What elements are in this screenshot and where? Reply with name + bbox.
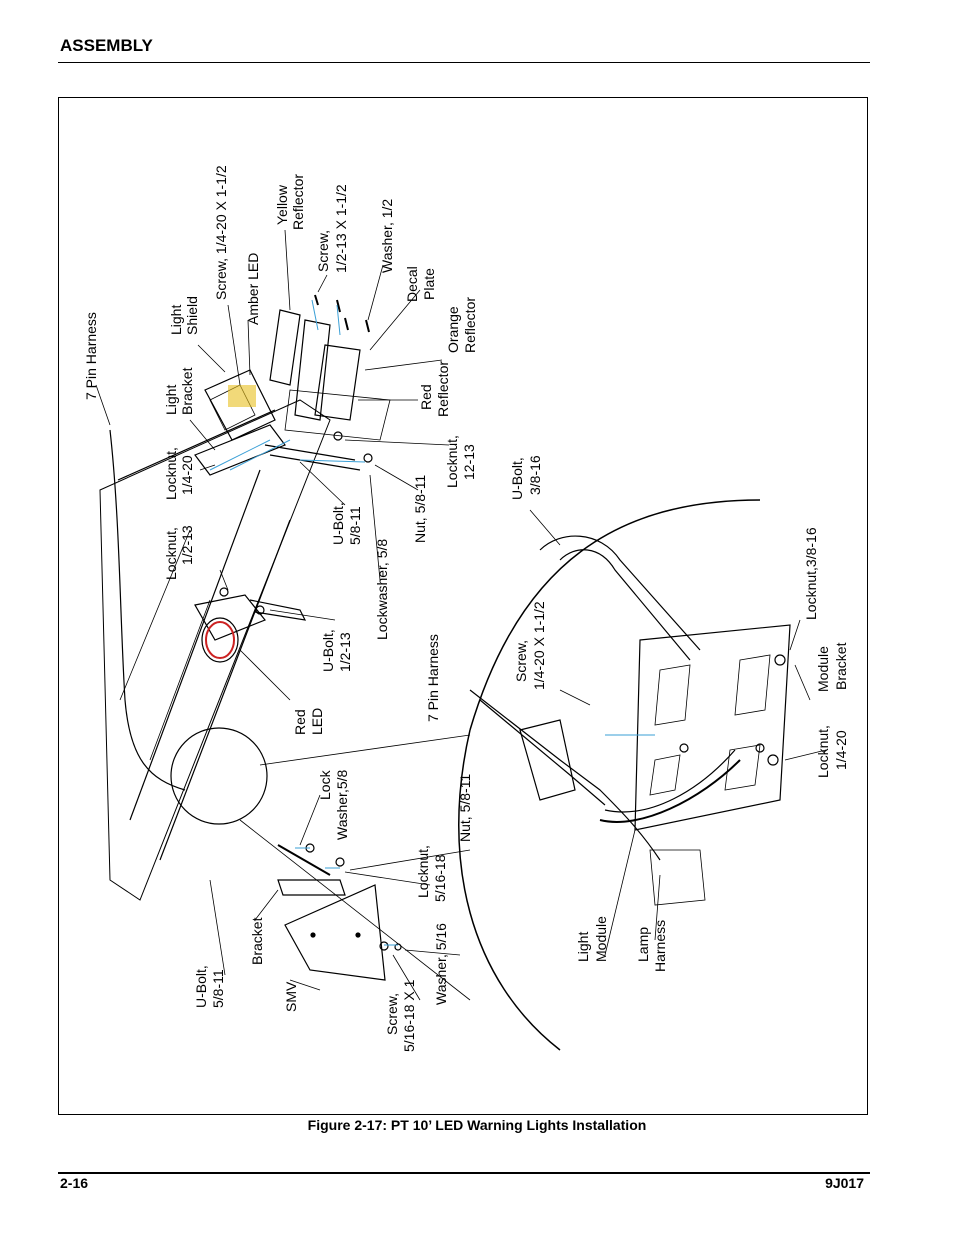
label-smv: SMV <box>283 981 299 1012</box>
label-decal-plate: Decal <box>404 266 420 302</box>
label-locknut-38: Locknut,3/8-16 <box>803 527 819 620</box>
label-locknut-quarter-detail-2: 1/4-20 <box>833 730 849 770</box>
label-locknut-half: Locknut, <box>163 527 179 580</box>
label-locknut-quarter-top-2: 1/4-20 <box>179 455 195 495</box>
label-locknut-half-2: 1/2-13 <box>179 525 195 565</box>
label-light-module: Light <box>575 932 591 962</box>
label-locknut-516-2: 5/16-18 <box>432 854 448 902</box>
amber-led-highlight <box>228 385 256 407</box>
label-light-bracket: Light <box>163 385 179 415</box>
label-ubolt-58-bottom-2: 5/8-11 <box>210 969 226 1008</box>
label-lamp-harness: Lamp <box>635 927 651 962</box>
label-orange-reflector: Orange <box>445 306 461 353</box>
label-lamp-harness-2: Harness <box>652 920 668 972</box>
label-screw-516: Screw, <box>384 993 400 1035</box>
label-washer-516: Washer, 5/16 <box>433 923 449 1005</box>
label-red-led-2: LED <box>309 708 325 735</box>
section-title: ASSEMBLY <box>60 36 153 55</box>
label-lock-washer-2: Washer,5/8 <box>334 769 350 840</box>
label-bracket: Bracket <box>249 917 265 965</box>
label-screw-half-2: 1/2-13 X 1-1/2 <box>333 184 349 273</box>
label-ubolt-half-2: 1/2-13 <box>337 632 353 672</box>
label-ubolt-38-2: 3/8-16 <box>527 455 543 495</box>
label-screw-quarter-detail: Screw, <box>513 640 529 682</box>
label-ubolt-38: U-Bolt, <box>509 457 525 500</box>
label-locknut-quarter-top: Locknut, <box>163 447 179 500</box>
red-led-highlight <box>205 621 235 659</box>
label-screw-quarter-detail-2: 1/4-20 X 1-1/2 <box>531 601 547 690</box>
label-red-led: Red <box>292 709 308 735</box>
label-nut-58-detail: Nut, 5/8-11 <box>457 774 473 842</box>
label-washer-half: Washer, 1/2 <box>379 199 395 273</box>
label-red-reflector: Red <box>418 384 434 410</box>
label-locknut-12-2: 12-13 <box>461 444 477 480</box>
label-locknut-quarter-detail: Locknut, <box>815 725 831 778</box>
label-ubolt-58-top: U-Bolt, <box>330 502 346 545</box>
page-number: 2-16 <box>60 1175 89 1191</box>
label-decal-plate-2: Plate <box>421 268 437 300</box>
label-7-pin-harness-top: 7 Pin Harness <box>83 312 99 400</box>
label-light-shield-2: Shield <box>184 296 200 335</box>
header-rule <box>58 62 870 63</box>
label-locknut-516: Locknut, <box>415 845 431 898</box>
label-lock-washer: Lock <box>317 769 333 800</box>
figure-caption: Figure 2-17: PT 10’ LED Warning Lights I… <box>307 1117 647 1133</box>
label-module-bracket: Module <box>815 646 831 692</box>
label-ubolt-58-top-2: 5/8-11 <box>347 506 363 545</box>
label-module-bracket-2: Bracket <box>833 642 849 690</box>
label-nut-58-top: Nut, 5/8-11 <box>412 475 428 543</box>
document-code: 9J017 <box>825 1175 864 1191</box>
label-7-pin-harness-detail: 7 Pin Harness <box>425 634 441 722</box>
label-screw-quarter: Screw, 1/4-20 X 1-1/2 <box>213 165 229 300</box>
label-amber-led: Amber LED <box>245 253 261 325</box>
label-light-shield: Light <box>168 305 184 335</box>
label-ubolt-58-bottom: U-Bolt, <box>193 965 209 1008</box>
figure-frame <box>58 97 868 1115</box>
label-light-bracket-2: Bracket <box>179 367 195 415</box>
label-locknut-12: Locknut, <box>444 435 460 488</box>
label-yellow-reflector: Yellow <box>274 184 290 225</box>
footer-rule <box>58 1172 870 1174</box>
label-orange-reflector-2: Reflector <box>462 297 478 353</box>
label-red-reflector-2: Reflector <box>435 361 451 417</box>
label-screw-516-2: 5/16-18 X 1 <box>401 979 417 1052</box>
label-screw-half: Screw, <box>315 230 331 272</box>
label-lockwasher-58: Lockwasher, 5/8 <box>374 539 390 640</box>
label-yellow-reflector-2: Reflector <box>290 174 306 230</box>
label-light-module-2: Module <box>593 916 609 962</box>
label-ubolt-half: U-Bolt, <box>320 629 336 672</box>
